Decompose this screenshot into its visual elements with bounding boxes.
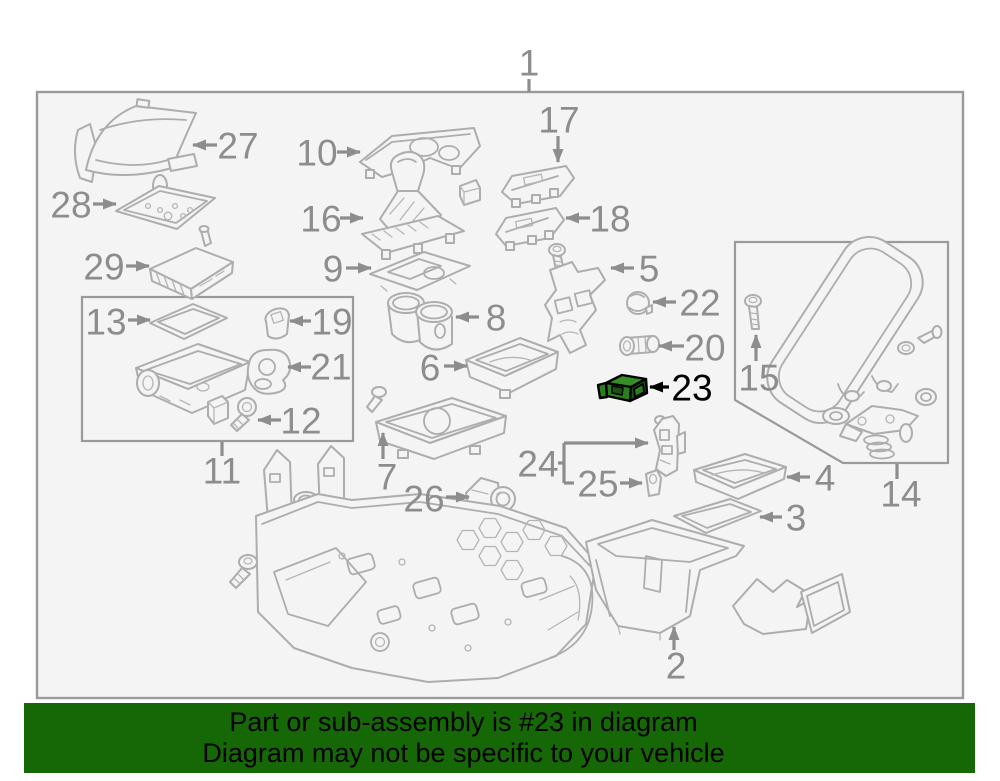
callout-29-number: 29 <box>83 247 124 288</box>
callout-23-number: 23 <box>671 368 712 409</box>
callout-29: 29 <box>83 247 150 288</box>
callout-7-number: 7 <box>377 457 398 498</box>
callout-13: 13 <box>85 302 151 343</box>
callout-6-number: 6 <box>420 348 441 389</box>
part-17-switch-panel <box>501 165 575 208</box>
part-20-socket <box>619 335 660 356</box>
callout-16: 16 <box>300 199 364 240</box>
part-18-switch-panel <box>495 207 565 251</box>
part-25-clip <box>645 469 662 497</box>
banner-line-2: Diagram may not be specific to your vehi… <box>202 738 725 768</box>
callout-18: 18 <box>565 199 631 240</box>
callout-23: 23 <box>649 368 713 409</box>
callout-28-number: 28 <box>50 185 91 226</box>
callout-24-number: 24 <box>517 444 558 485</box>
part-16-shifter <box>361 151 481 260</box>
callout-16-number: 16 <box>300 199 341 240</box>
callout-6: 6 <box>420 348 468 389</box>
part-console-carrier <box>229 445 597 683</box>
callout-14-number: 14 <box>880 474 921 515</box>
callout-12: 12 <box>257 401 322 442</box>
part-22-knob <box>626 291 653 315</box>
callout-5: 5 <box>610 249 660 290</box>
callout-4-number: 4 <box>815 458 836 499</box>
part-7-insert <box>366 386 507 460</box>
part-14-hinge-hardware <box>822 325 943 460</box>
callout-25-number: 25 <box>577 464 618 505</box>
callout-14: 14 <box>880 464 922 515</box>
callout-1: 1 <box>519 43 540 92</box>
callout-17: 17 <box>538 100 580 163</box>
part-29-insert <box>149 247 234 300</box>
part-4-tray <box>693 453 787 500</box>
callout-8-number: 8 <box>486 298 507 339</box>
part-storage-bin <box>135 343 251 414</box>
callout-8: 8 <box>455 298 507 339</box>
callout-9-number: 9 <box>323 249 344 290</box>
callout-25: 25 <box>577 464 643 505</box>
part-19-socket <box>264 307 290 340</box>
part-12-screw <box>230 397 257 432</box>
callout-7: 7 <box>377 432 398 498</box>
part-13-pad <box>149 303 228 340</box>
callout-15: 15 <box>738 334 780 399</box>
callout-2-number: 2 <box>666 646 687 687</box>
callout-26-number: 26 <box>403 479 444 520</box>
callout-3-number: 3 <box>786 498 807 539</box>
part-9-bezel <box>369 251 471 292</box>
sub-assembly-box-14 <box>733 240 950 465</box>
callout-27: 27 <box>192 126 259 167</box>
part-carpet-piece <box>732 573 851 635</box>
banner-line-1: Part or sub-assembly is #23 in diagram <box>229 707 698 737</box>
part-8-cupholders <box>387 292 453 351</box>
callout-1-number: 1 <box>519 43 540 84</box>
callout-28: 28 <box>50 185 117 226</box>
callout-19: 19 <box>289 302 353 343</box>
callout-21-number: 21 <box>310 347 351 388</box>
part-27-lid <box>74 98 198 183</box>
callout-22-number: 22 <box>679 283 720 324</box>
callout-11: 11 <box>203 442 241 492</box>
part-small-cap <box>207 395 229 425</box>
part-5-bracket <box>544 261 606 354</box>
part-21-retainer <box>246 348 292 395</box>
part-6-tray <box>465 337 559 399</box>
callout-10: 10 <box>296 133 361 174</box>
callout-4: 4 <box>786 458 836 499</box>
callout-2: 2 <box>666 626 687 687</box>
callout-9: 9 <box>323 249 372 290</box>
callout-18-number: 18 <box>589 199 630 240</box>
callout-20-number: 20 <box>684 328 725 369</box>
callout-21: 21 <box>287 347 352 388</box>
part-3-mat <box>673 498 762 534</box>
sub-assembly-box-11 <box>80 295 355 443</box>
callout-19-number: 19 <box>311 302 352 343</box>
callout-10-number: 10 <box>296 133 337 174</box>
callout-20: 20 <box>658 328 726 369</box>
part-23-recess <box>633 383 645 398</box>
callout-11-number: 11 <box>203 451 241 492</box>
callout-3: 3 <box>759 498 807 539</box>
callout-24: 24 <box>517 437 649 485</box>
part-24-latch <box>653 415 686 477</box>
part-28-tray <box>115 174 216 247</box>
part-15-screw <box>744 294 762 330</box>
callout-13-number: 13 <box>85 302 126 343</box>
part-armrest-lid <box>766 236 924 424</box>
callout-17-number: 17 <box>538 100 579 141</box>
part-23-highlighted-switch <box>596 373 649 403</box>
callout-26: 26 <box>403 479 470 520</box>
part-2-rear-console <box>585 519 745 641</box>
callout-22: 22 <box>652 283 721 324</box>
callout-5-number: 5 <box>639 249 660 290</box>
highlight-banner: Part or sub-assembly is #23 in diagram D… <box>24 703 975 773</box>
parts-layer <box>74 98 943 683</box>
callout-15-number: 15 <box>738 358 779 399</box>
callout-27-number: 27 <box>217 126 258 167</box>
callout-12-number: 12 <box>280 401 321 442</box>
